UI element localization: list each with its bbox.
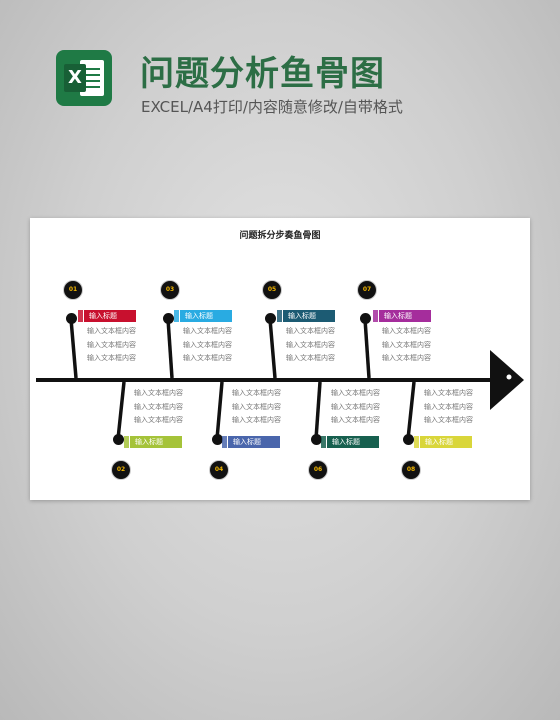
text-line[interactable]: 输入文本框内容: [382, 327, 431, 335]
text-line[interactable]: 输入文本框内容: [286, 327, 335, 335]
text-line[interactable]: 输入文本框内容: [183, 340, 232, 349]
step-number: 02: [116, 466, 126, 473]
text-lines: 输入文本框内容输入文本框内容输入文本框内容: [87, 325, 136, 366]
step-number: 05: [267, 286, 277, 293]
title-tag[interactable]: 输入标题: [283, 310, 335, 322]
bone-end-dot: [359, 313, 371, 324]
text-line[interactable]: 输入文本框内容: [232, 389, 281, 397]
page-subtitle: EXCEL/A4打印/内容随意修改/自带格式: [141, 98, 403, 116]
bone-line: [215, 381, 224, 440]
header: X 问题分析鱼骨图 EXCEL/A4打印/内容随意修改/自带格式: [0, 0, 560, 200]
title-tag[interactable]: 输入标题: [180, 310, 232, 322]
bone-line: [406, 381, 416, 440]
tag-accent: [124, 436, 129, 448]
text-line[interactable]: 输入文本框内容: [424, 416, 473, 424]
text-lines: 输入文本框内容输入文本框内容输入文本框内容: [232, 387, 281, 428]
diagram-title: 问题拆分步奏鱼骨图: [239, 231, 321, 241]
bone-end-dot: [264, 313, 276, 324]
text-line[interactable]: 输入文本框内容: [424, 389, 473, 397]
text-line[interactable]: 输入文本框内容: [87, 327, 136, 335]
tag-accent: [277, 310, 282, 322]
step-number: 01: [68, 286, 78, 293]
bone-line: [268, 318, 277, 379]
title-tag[interactable]: 输入标题: [228, 436, 280, 448]
text-line[interactable]: 输入文本框内容: [424, 402, 473, 411]
text-line[interactable]: 输入文本框内容: [134, 416, 183, 424]
bone-end-dot: [162, 313, 174, 324]
text-line[interactable]: 输入文本框内容: [134, 402, 183, 411]
step-number: 03: [165, 286, 175, 293]
step-number-badge: 07: [357, 280, 377, 300]
tag-accent: [222, 436, 227, 448]
text-line[interactable]: 输入文本框内容: [382, 354, 431, 362]
text-lines: 输入文本框内容输入文本框内容输入文本框内容: [331, 387, 380, 428]
text-lines: 输入文本框内容输入文本框内容输入文本框内容: [183, 325, 232, 366]
tag-accent: [321, 436, 326, 448]
step-number-badge: 08: [401, 460, 421, 480]
page-title: 问题分析鱼骨图: [140, 54, 385, 94]
title-tag[interactable]: 输入标题: [327, 436, 379, 448]
bone-end-dot: [112, 434, 124, 445]
step-number: 04: [214, 466, 224, 473]
title-tag[interactable]: 输入标题: [130, 436, 182, 448]
excel-icon: X: [56, 50, 112, 106]
text-line[interactable]: 输入文本框内容: [232, 416, 281, 424]
text-line[interactable]: 输入文本框内容: [87, 354, 136, 362]
tag-accent: [174, 310, 179, 322]
text-line[interactable]: 输入文本框内容: [331, 402, 380, 411]
title-tag[interactable]: 输入标题: [420, 436, 472, 448]
text-line[interactable]: 输入文本框内容: [286, 354, 335, 362]
bone-end-dot: [310, 434, 322, 445]
tag-accent: [78, 310, 83, 322]
step-number-badge: 03: [160, 280, 180, 300]
step-number: 08: [406, 466, 416, 473]
title-tag[interactable]: 输入标题: [84, 310, 136, 322]
text-line[interactable]: 输入文本框内容: [134, 389, 183, 397]
step-number-badge: 06: [308, 460, 328, 480]
step-number-badge: 04: [209, 460, 229, 480]
fishbone-skeleton: [36, 318, 524, 440]
step-number-badge: 02: [111, 460, 131, 480]
text-line[interactable]: 输入文本框内容: [232, 402, 281, 411]
step-number-badge: 05: [262, 280, 282, 300]
text-line[interactable]: 输入文本框内容: [331, 389, 380, 397]
excel-letter: X: [64, 64, 86, 92]
text-lines: 输入文本框内容输入文本框内容输入文本框内容: [134, 387, 183, 428]
tag-accent: [373, 310, 378, 322]
step-number: 06: [313, 466, 323, 473]
bone-end-dot: [65, 313, 77, 324]
bone-line: [116, 381, 126, 440]
text-line[interactable]: 输入文本框内容: [87, 340, 136, 349]
bone-line: [69, 318, 78, 379]
text-lines: 输入文本框内容输入文本框内容输入文本框内容: [382, 325, 431, 366]
step-number: 07: [362, 286, 372, 293]
bone-line: [166, 318, 174, 379]
text-line[interactable]: 输入文本框内容: [286, 340, 335, 349]
title-tag[interactable]: 输入标题: [379, 310, 431, 322]
text-line[interactable]: 输入文本框内容: [183, 327, 232, 335]
tag-accent: [414, 436, 419, 448]
text-line[interactable]: 输入文本框内容: [331, 416, 380, 424]
bone-line: [363, 318, 371, 379]
step-number-badge: 01: [63, 280, 83, 300]
fish-eye: [506, 374, 512, 380]
bone-end-dot: [402, 434, 414, 445]
text-lines: 输入文本框内容输入文本框内容输入文本框内容: [286, 325, 335, 366]
fish-head: [490, 350, 524, 410]
bone-end-dot: [211, 434, 223, 445]
bone-line: [314, 381, 322, 440]
text-lines: 输入文本框内容输入文本框内容输入文本框内容: [424, 387, 473, 428]
text-line[interactable]: 输入文本框内容: [183, 354, 232, 362]
text-line[interactable]: 输入文本框内容: [382, 340, 431, 349]
